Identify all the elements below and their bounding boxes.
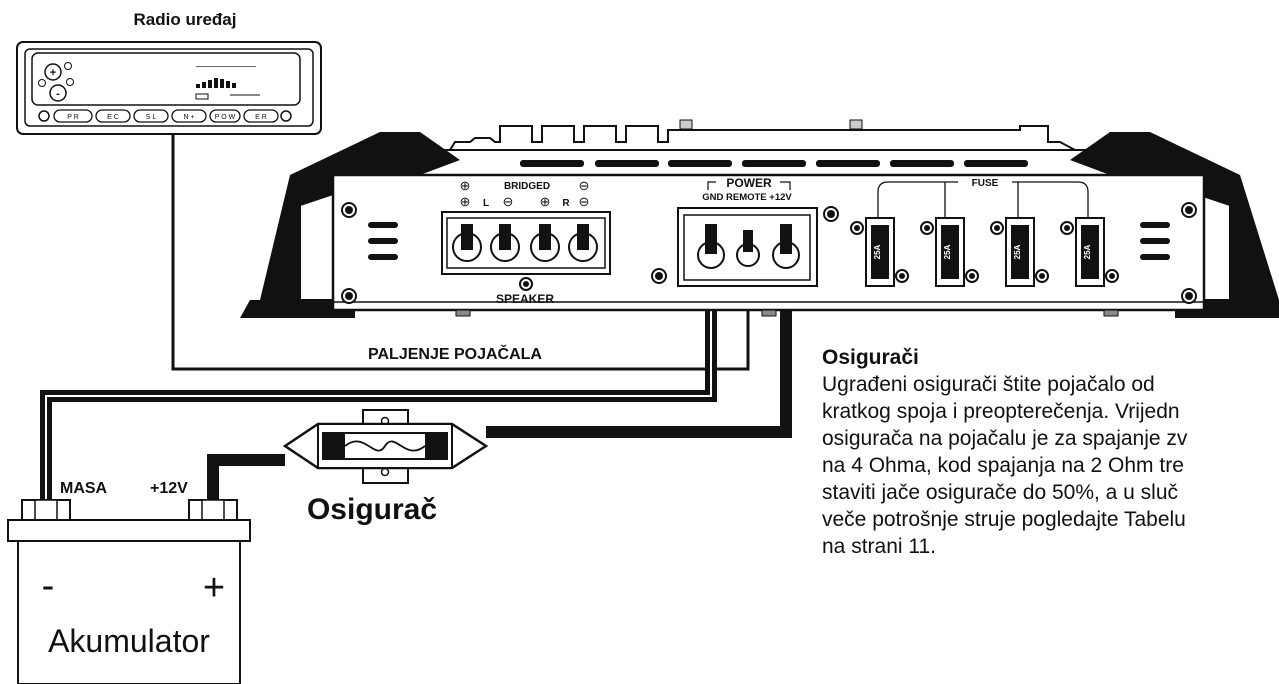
radio-unit: + - P R E C S L N + xyxy=(16,41,322,135)
plus-symbol: ⊕ xyxy=(540,194,551,209)
radio-button-label: N + xyxy=(183,114,194,121)
fuse-holders: 25A 25A 25A 25A xyxy=(850,217,1119,287)
fuse-label: FUSE xyxy=(972,178,999,189)
positive-wire xyxy=(207,255,792,500)
right-channel-label: R xyxy=(562,198,570,209)
positive-wire-inner xyxy=(45,262,712,500)
amplifier: ⊕ ⊖ BRIDGED ⊕ L ⊖ ⊕ R ⊖ SPEAKER xyxy=(240,119,1279,318)
positive-wire-label: +12V xyxy=(150,480,188,497)
volume-down-icon xyxy=(49,84,67,102)
inline-fuse-label: Osigurač xyxy=(307,493,437,526)
inline-fuse-icon xyxy=(282,409,489,484)
fuse-value: 25A xyxy=(1083,244,1092,259)
radio-title: Radio uređaj xyxy=(134,10,237,29)
note-title: Osigurači xyxy=(822,346,919,369)
power-terminal-block xyxy=(677,207,818,287)
battery-icon xyxy=(7,499,251,684)
note-line: staviti jače osigurače do 50%, a u sluč xyxy=(822,481,1178,504)
speaker-label: SPEAKER xyxy=(496,292,554,306)
note-line: na 4 Ohma, kod spajanja na 2 Ohm tre xyxy=(822,454,1184,477)
radio-button-label: E C xyxy=(107,114,119,121)
left-channel-label: L xyxy=(483,198,489,209)
remote-wire xyxy=(171,134,750,371)
ground-wire-label: MASA xyxy=(60,480,108,497)
fuse-value: 25A xyxy=(873,244,882,259)
radio-button-row: P R E C S L N + P O W E R xyxy=(38,109,292,123)
fuse-note: Osigurači Ugrađeni osigurači štite pojač… xyxy=(822,346,1188,558)
note-line: na strani 11. xyxy=(822,535,936,558)
fuse-value: 25A xyxy=(1013,244,1022,259)
radio-button-label: P R xyxy=(67,114,79,121)
note-line: kratkog spoja i preopterečenja. Vrijedn xyxy=(822,400,1180,423)
minus-symbol: ⊖ xyxy=(579,194,590,209)
note-line: osigurača na pojačalu je za spajanje zv xyxy=(822,427,1188,450)
power-label: POWER xyxy=(726,176,772,190)
remote-wire-label: PALJENJE POJAČALA xyxy=(368,344,542,363)
svg-text:-: - xyxy=(56,88,60,100)
speaker-terminal-block xyxy=(441,211,611,291)
radio-button-label: S L xyxy=(146,114,157,121)
fuse-value: 25A xyxy=(943,244,952,259)
note-line: Ugrađeni osigurači štite pojačalo od xyxy=(822,373,1155,396)
battery-plus: + xyxy=(203,567,225,609)
bridged-label: BRIDGED xyxy=(504,181,550,192)
plus-symbol: ⊕ xyxy=(460,194,471,209)
radio-button-label: P O W xyxy=(215,114,236,121)
note-line: veče potrošnje struje pogledajte Tabelu xyxy=(822,508,1186,531)
radio-button-label: E R xyxy=(255,114,267,121)
volume-up-icon xyxy=(44,63,62,81)
minus-symbol: ⊖ xyxy=(503,194,514,209)
plus-symbol: ⊕ xyxy=(460,178,471,193)
svg-text:+: + xyxy=(50,67,56,79)
minus-symbol: ⊖ xyxy=(579,178,590,193)
battery-label: Akumulator xyxy=(48,623,210,659)
equalizer-display-icon xyxy=(195,66,260,100)
power-terminals-label: GND REMOTE +12V xyxy=(702,192,792,203)
battery-minus: - xyxy=(42,565,55,607)
